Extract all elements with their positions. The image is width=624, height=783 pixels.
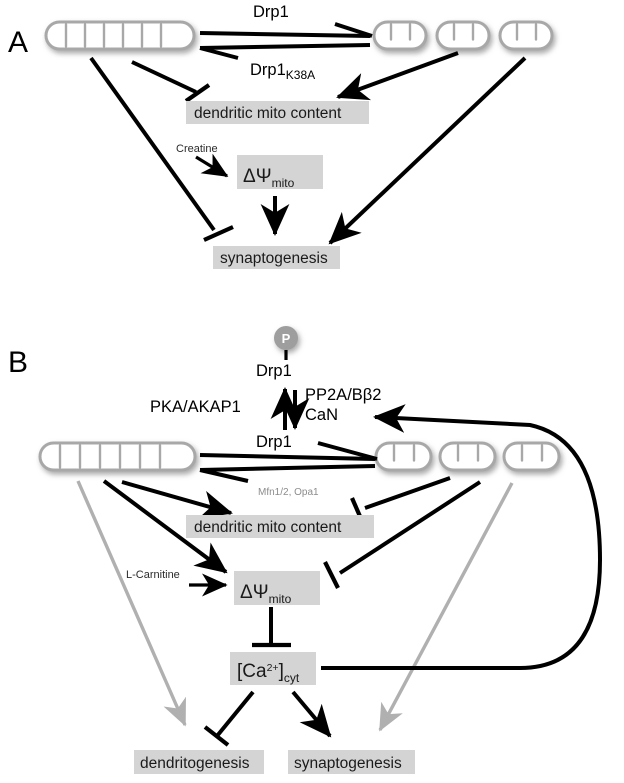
- panel-b-calcium-node: [Ca2+]cyt: [230, 652, 316, 685]
- panel-b-membrane-potential-label: ΔΨmito: [240, 582, 292, 606]
- panel-b-fusion-proteins-label: Mfn1/2, Opa1: [258, 487, 319, 498]
- panel-b-membrane-potential-node: ΔΨmito: [234, 571, 320, 606]
- panel-a-creatine-arrow: [195, 153, 229, 178]
- panel-a-membrane-potential-node: ΔΨmito: [237, 155, 323, 190]
- panel-b-fused-to-potential-arrow: [102, 479, 228, 574]
- panel-a-fragment-1: [372, 20, 428, 51]
- phosphate-p-letter: P: [282, 331, 291, 346]
- panel-b-fusion-arrow: [199, 464, 376, 483]
- panel-b-letter: B: [8, 346, 28, 379]
- panel-b-fused-mitochondrion: [38, 441, 197, 472]
- panel-b-fragmented-to-synaptogenesis-arrow: [378, 482, 514, 732]
- panel-b-fragment-2: [438, 441, 497, 472]
- panel-b-fragmented-mitochondria: [374, 441, 561, 472]
- panel-a-drp1-k38a-label: Drp1K38A: [250, 61, 315, 82]
- panel-b-dendritic-mito-content-label: dendritic mito content: [194, 519, 342, 536]
- panel-a-letter: A: [8, 26, 28, 59]
- panel-b-phosphorylation-cycle-arrows: [270, 387, 310, 430]
- panel-b-synaptogenesis-node: synaptogenesis: [288, 750, 415, 774]
- panel-b-calcium-label: [Ca2+]cyt: [237, 661, 300, 685]
- panel-b-fragment-1: [374, 441, 433, 472]
- panel-b-phospho-drp1-label: Drp1: [256, 362, 292, 380]
- panel-b-fused-to-dendritic-content-arrow: [121, 480, 233, 519]
- panel-a-dendritic-mito-content-node: dendritic mito content: [186, 101, 369, 124]
- panel-b-dendritogenesis-label: dendritogenesis: [140, 755, 250, 772]
- panel-a-fission-arrow: [199, 22, 373, 38]
- panel-a-creatine-label: Creatine: [176, 143, 218, 155]
- panel-a-fragmented-to-dendritic-content-arrow: [336, 51, 459, 101]
- panel-b-carnitine-label: L-Carnitine: [126, 569, 180, 581]
- panel-b-calcium-to-dendritogenesis-inhibition: [203, 690, 255, 747]
- panel-b-phosphatase-label-1: PP2A/Bβ2: [305, 386, 381, 404]
- panel-a: A: [8, 3, 554, 269]
- panel-a-synaptogenesis-label: synaptogenesis: [220, 250, 328, 267]
- panel-a-fragmented-mitochondria: [372, 20, 554, 51]
- panel-b-fragment-3: [502, 441, 561, 472]
- panel-a-fragmented-to-synaptogenesis-arrow: [328, 56, 527, 245]
- panel-a-fused-mitochondrion: [44, 20, 196, 51]
- panel-a-dendritic-mito-content-label: dendritic mito content: [194, 105, 342, 122]
- panel-a-fused-to-dendritic-content-inhibition: [131, 60, 211, 103]
- panel-a-drp1-label: Drp1: [253, 3, 289, 21]
- panel-b-synaptogenesis-label: synaptogenesis: [294, 755, 402, 772]
- panel-b-fragmented-to-dendritic-content-inhibition: [350, 476, 451, 522]
- panel-b-potential-to-calcium-inhibition: [252, 607, 291, 648]
- panel-b-kinase-label: PKA/AKAP1: [150, 398, 241, 416]
- panel-b-fragmented-to-potential-inhibition: [323, 480, 482, 589]
- panel-b-fission-arrow: [199, 441, 378, 461]
- panel-a-membrane-potential-label: ΔΨmito: [243, 166, 295, 190]
- panel-a-fragment-3: [498, 20, 554, 51]
- panel-b-fused-to-dendritogenesis-arrow: [76, 480, 187, 727]
- panel-a-fused-to-synaptogenesis-inhibition: [89, 56, 234, 242]
- panel-b-phospho-badge: P: [274, 326, 298, 350]
- panel-a-fragment-2: [435, 20, 491, 51]
- panel-b-phosphatase-label-2: CaN: [305, 406, 338, 424]
- panel-b-drp1-label: Drp1: [256, 433, 292, 451]
- panel-b-dendritogenesis-node: dendritogenesis: [134, 750, 264, 774]
- panel-b-calcium-to-synaptogenesis-arrow: [291, 690, 332, 738]
- panel-b-dendritic-mito-content-node: dendritic mito content: [186, 515, 374, 538]
- panel-a-fusion-arrow: [199, 43, 371, 60]
- panel-a-synaptogenesis-node: synaptogenesis: [213, 246, 340, 269]
- panel-b-calcium-to-can-feedback-arrow: [321, 404, 603, 670]
- panel-b: B P Drp1 PKA/AKAP1 PP2A/Bβ2 CaN Drp1: [8, 326, 603, 774]
